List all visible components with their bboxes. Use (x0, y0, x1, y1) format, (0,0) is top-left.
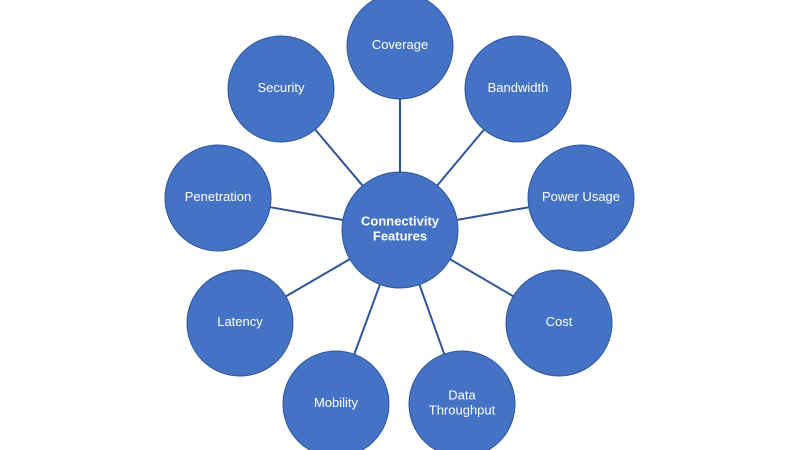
node-label-cost: Cost (546, 314, 573, 329)
node-circle-mobility (282, 350, 390, 450)
connector-latency (285, 258, 351, 298)
connector-power-usage (456, 206, 529, 221)
node-coverage: Coverage (346, 0, 454, 100)
node-bandwidth: Bandwidth (464, 35, 572, 143)
node-label-latency-line: Latency (217, 314, 263, 329)
node-circle-cost (505, 269, 613, 377)
node-label-latency: Latency (217, 314, 263, 329)
connector-security (314, 128, 364, 187)
node-label-coverage: Coverage (372, 37, 428, 52)
node-circle-bandwidth (464, 35, 572, 143)
node-label-bandwidth-line: Bandwidth (488, 80, 549, 95)
connector-lines (270, 99, 529, 355)
center-label-line: Features (373, 229, 427, 244)
node-label-power-usage-line: Power Usage (542, 189, 620, 204)
node-power-usage: Power Usage (527, 144, 635, 252)
node-label-mobility: Mobility (314, 395, 359, 410)
node-security: Security (227, 35, 335, 143)
node-circle-penetration (164, 144, 272, 252)
node-label-bandwidth: Bandwidth (488, 80, 549, 95)
center-label-line: Connectivity (361, 214, 440, 229)
node-mobility: Mobility (282, 350, 390, 450)
node-label-data-throughput-line: Throughput (429, 403, 496, 418)
node-label-security-line: Security (258, 80, 305, 95)
node-label-cost-line: Cost (546, 314, 573, 329)
node-label-coverage-line: Coverage (372, 37, 428, 52)
node-penetration: Penetration (164, 144, 272, 252)
connector-data-throughput (418, 284, 446, 355)
node-label-data-throughput-line: Data (448, 388, 476, 403)
node-circle-security (227, 35, 335, 143)
node-label-penetration-line: Penetration (185, 189, 252, 204)
connector-bandwidth (436, 129, 485, 187)
node-latency: Latency (186, 269, 294, 377)
center-circle (341, 171, 459, 289)
node-cost: Cost (505, 269, 613, 377)
node-label-penetration: Penetration (185, 189, 252, 204)
node-label-security: Security (258, 80, 305, 95)
connector-cost (449, 258, 514, 298)
node-label-power-usage: Power Usage (542, 189, 620, 204)
node-circle-data-throughput (408, 350, 516, 450)
connector-penetration (270, 206, 344, 221)
connector-mobility (353, 284, 381, 355)
node-circle-coverage (346, 0, 454, 100)
node-circle-power-usage (527, 144, 635, 252)
node-circle-latency (186, 269, 294, 377)
node-label-mobility-line: Mobility (314, 395, 359, 410)
